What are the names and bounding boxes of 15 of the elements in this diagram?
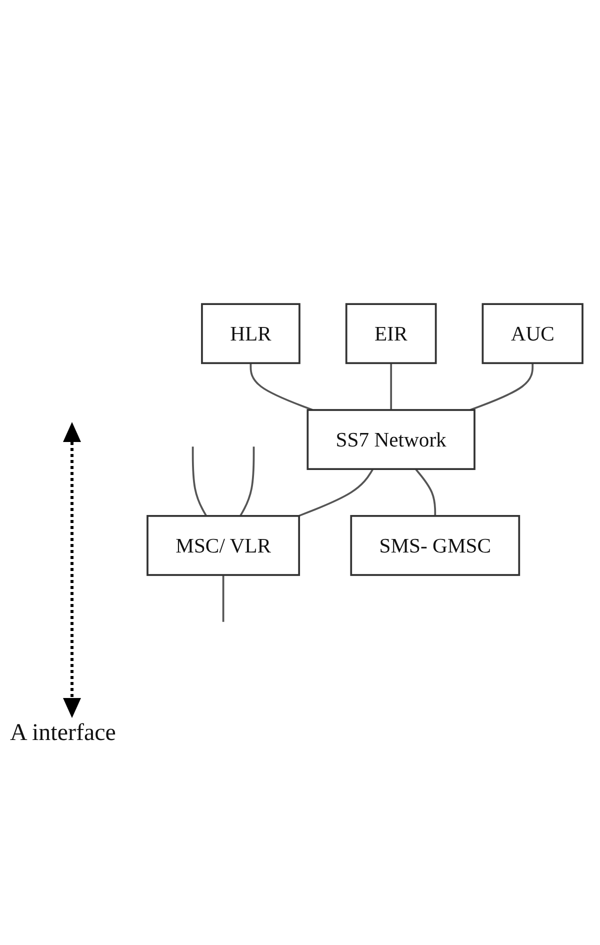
connector bbox=[250, 363, 314, 411]
interface-label: A interface bbox=[10, 720, 116, 747]
connector bbox=[192, 446, 208, 516]
connector bbox=[239, 446, 255, 516]
connector bbox=[222, 575, 224, 622]
node-box: EIR bbox=[345, 303, 437, 364]
connector bbox=[470, 363, 534, 411]
connector bbox=[390, 363, 392, 410]
connector bbox=[414, 468, 436, 516]
node-box: HLR bbox=[201, 303, 300, 364]
node-box: MSC/ VLR bbox=[146, 515, 300, 576]
node-box: SMS- GMSC bbox=[350, 515, 520, 576]
node-box: SS7 Network bbox=[306, 409, 476, 470]
connector bbox=[298, 468, 374, 517]
node-box: AUC bbox=[482, 303, 584, 364]
